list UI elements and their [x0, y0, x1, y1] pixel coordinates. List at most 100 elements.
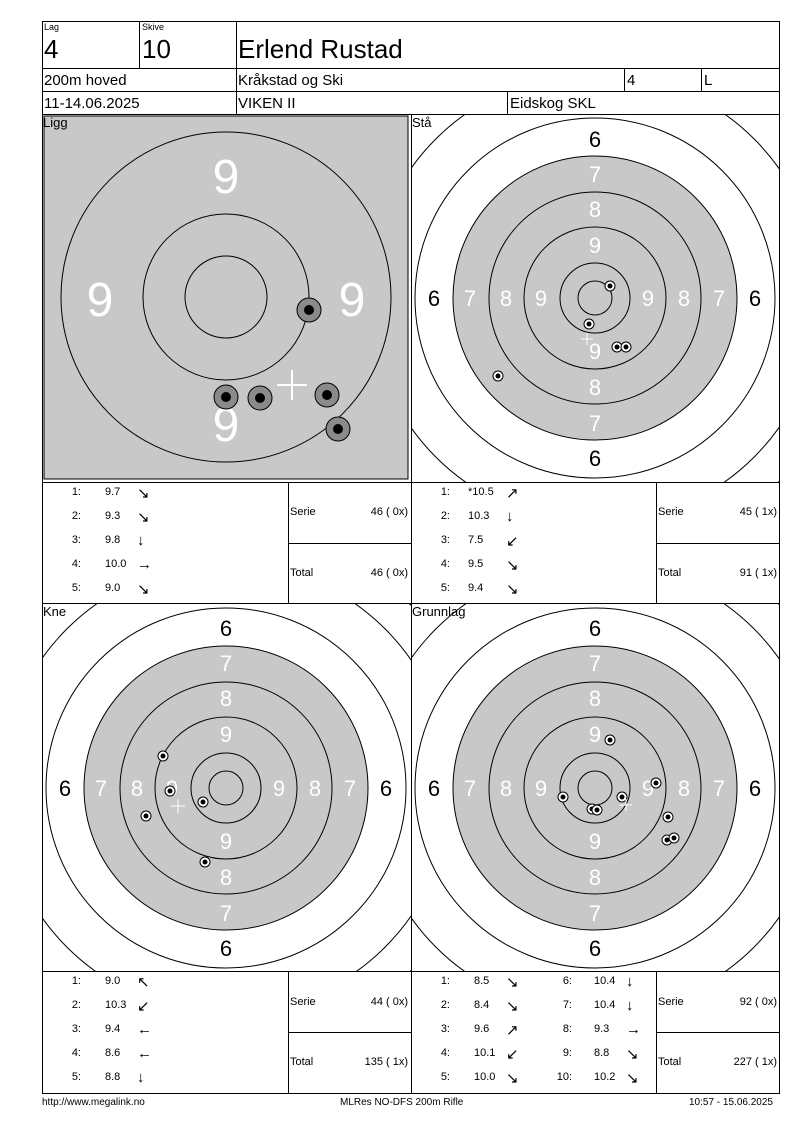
- shot-number: 2:: [440, 999, 450, 1011]
- svg-text:9: 9: [220, 829, 232, 854]
- svg-text:9: 9: [220, 722, 232, 747]
- shot-value: 7.5: [468, 534, 484, 546]
- svg-text:8: 8: [589, 865, 601, 890]
- svg-text:7: 7: [589, 651, 601, 676]
- svg-text:6: 6: [749, 776, 761, 801]
- shot-number: 5:: [71, 1071, 81, 1083]
- shot-number: 3:: [71, 1023, 81, 1035]
- black-zone: [83, 645, 369, 931]
- total-label: Total: [658, 567, 682, 579]
- shot-number: 3:: [440, 1023, 450, 1035]
- total-value: 91 ( 1x): [739, 567, 777, 579]
- mean-point-cross: [171, 799, 185, 813]
- shot-direction-arrow-icon: ↗: [506, 1022, 519, 1039]
- scorecard-header: Lag 4 Skive 10 Erlend Rustad 200m hoved …: [42, 21, 780, 115]
- shot-value: 10.4: [594, 999, 616, 1011]
- footer-timestamp: 10:57 - 15.06.2025: [689, 1097, 773, 1108]
- shot-row: 9:8.8↘: [532, 1046, 652, 1067]
- shot-hit: [492, 370, 504, 382]
- shot-value: 9.6: [474, 1023, 490, 1035]
- shot-row: 5:8.8↓: [43, 1069, 283, 1091]
- svg-text:7: 7: [220, 901, 232, 926]
- serie-value: 44 ( 0x): [370, 996, 408, 1008]
- svg-text:8: 8: [500, 286, 512, 311]
- shot-number: 5:: [440, 582, 450, 594]
- shot-row: 1:9.7↘: [43, 485, 283, 506]
- shot-list-kne: 1:9.0↖2:10.3↙3:9.4←4:8.6←5:8.8↓: [43, 974, 283, 1091]
- shot-hit: [296, 297, 322, 323]
- target-ligg: 9 9 9 9 Ligg: [43, 115, 411, 482]
- svg-text:8: 8: [220, 686, 232, 711]
- shot-number: 4:: [71, 1047, 81, 1059]
- shot-value: 9.3: [105, 510, 121, 522]
- svg-text:6: 6: [428, 776, 440, 801]
- svg-text:7: 7: [95, 776, 107, 801]
- shot-number: 5:: [440, 1071, 450, 1083]
- competition-name: 200m hoved: [44, 72, 127, 89]
- svg-text:7: 7: [589, 411, 601, 436]
- panel-title-ligg: Ligg: [43, 115, 68, 130]
- club-name: Kråkstad og Ski: [238, 72, 344, 89]
- shot-direction-arrow-icon: →: [626, 1021, 641, 1038]
- svg-text:9: 9: [642, 286, 654, 311]
- shot-number: 2:: [71, 510, 81, 522]
- organizer-name: Eidskog SKL: [510, 95, 596, 112]
- shot-row: 2: 9.3 ↘: [43, 509, 283, 530]
- lag-label: Lag: [44, 22, 60, 32]
- shot-number: 6:: [562, 975, 572, 987]
- shot-value: *10.5: [468, 486, 494, 498]
- shot-direction-arrow-icon: ↙: [506, 1046, 519, 1063]
- footer-url[interactable]: http://www.megalink.no: [42, 1097, 145, 1108]
- serie-value: 46 ( 0x): [370, 506, 408, 518]
- shot-number: 2:: [440, 510, 450, 522]
- shot-direction-arrow-icon: ↘: [137, 509, 150, 526]
- shot-value: 10.3: [468, 510, 490, 522]
- svg-text:8: 8: [220, 865, 232, 890]
- shot-direction-arrow-icon: ↙: [506, 533, 519, 550]
- shot-value: 9.5: [468, 558, 484, 570]
- shot-number: 5:: [71, 582, 81, 594]
- shot-row: 4:9.5↘: [412, 557, 652, 578]
- shot-direction-arrow-icon: →: [137, 556, 152, 573]
- shot-hit: [213, 384, 239, 410]
- shot-hit: [650, 777, 662, 789]
- shot-hit: [197, 796, 209, 808]
- shot-hit: [583, 318, 595, 330]
- shot-value: 9.4: [468, 582, 484, 594]
- total-value: 135 ( 1x): [364, 1056, 408, 1068]
- shot-list-grunnlag-2: 6:10.4↓7:10.4↓8:9.3→9:8.8↘10:10.2↘: [532, 973, 652, 1091]
- shot-value: 8.6: [105, 1047, 121, 1059]
- svg-text:9: 9: [535, 776, 547, 801]
- shot-direction-arrow-icon: ↘: [626, 1046, 639, 1063]
- svg-text:6: 6: [589, 936, 601, 961]
- mean-point-cross: [620, 799, 632, 811]
- total-label: Total: [290, 1056, 314, 1068]
- target-kne: 66 66 77 77 88 88 99 99 Kne: [0, 527, 487, 1049]
- svg-text:7: 7: [344, 776, 356, 801]
- shot-direction-arrow-icon: ↘: [506, 557, 519, 574]
- shot-direction-arrow-icon: ↓: [626, 973, 634, 990]
- shot-value: 8.4: [474, 999, 490, 1011]
- class-number: 4: [627, 72, 636, 89]
- shot-row: 10:10.2↘: [532, 1070, 652, 1091]
- svg-text:8: 8: [589, 686, 601, 711]
- shot-value: 8.8: [594, 1047, 610, 1059]
- svg-text:8: 8: [678, 776, 690, 801]
- svg-text:6: 6: [749, 286, 761, 311]
- shot-hit: [662, 811, 674, 823]
- total-value: 227 ( 1x): [733, 1056, 777, 1068]
- shot-value: 9.7: [105, 486, 121, 498]
- shot-row: 6:10.4↓: [532, 973, 652, 995]
- serie-label: Serie: [658, 506, 684, 518]
- serie-label: Serie: [290, 506, 316, 518]
- shot-number: 3:: [440, 534, 450, 546]
- shot-row: 3:9.8↓: [43, 532, 283, 554]
- svg-text:8: 8: [309, 776, 321, 801]
- shot-number: 7:: [562, 999, 572, 1011]
- shot-direction-arrow-icon: ↘: [506, 581, 519, 598]
- shot-direction-arrow-icon: ↘: [626, 1070, 639, 1087]
- shot-direction-arrow-icon: ↘: [137, 581, 150, 598]
- shot-hit: [616, 791, 628, 803]
- shot-row: 5:10.0↘: [412, 1070, 532, 1091]
